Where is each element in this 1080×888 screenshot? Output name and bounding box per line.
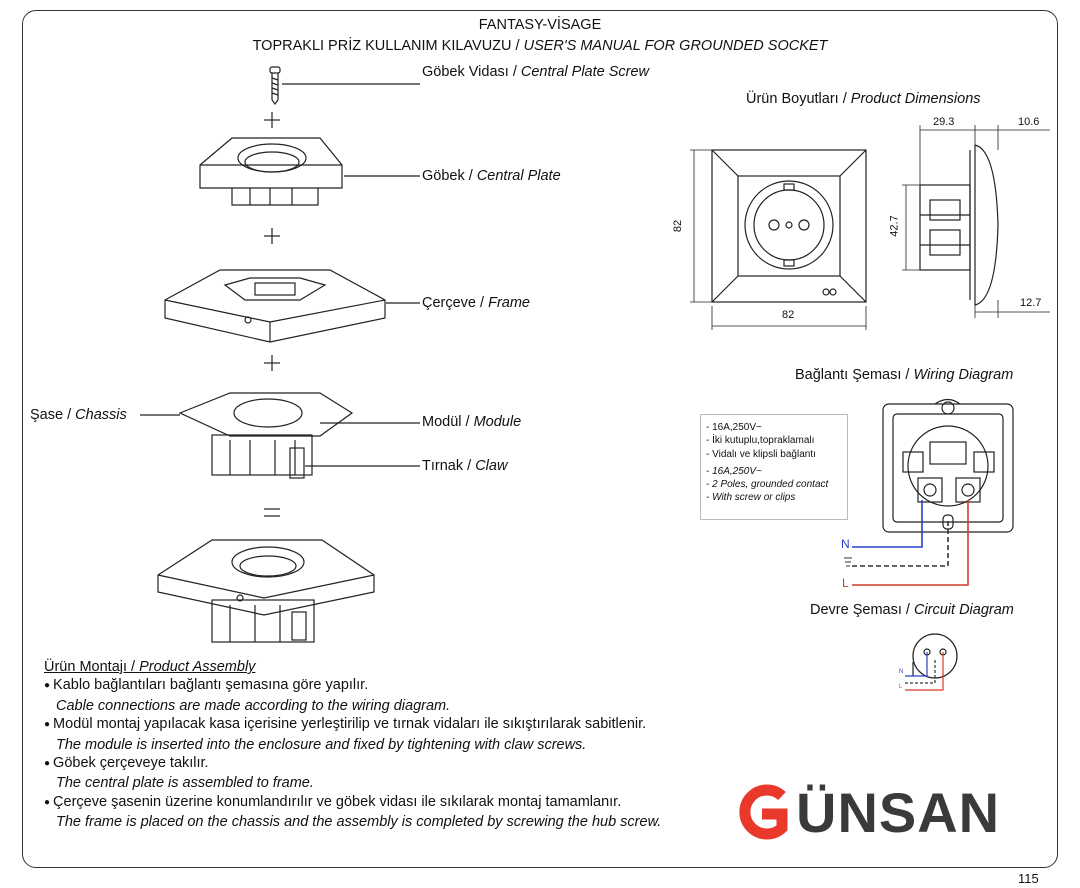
label-module: Modül / Module bbox=[422, 414, 522, 430]
dim-depth-bottom: 12.7 bbox=[1020, 297, 1042, 309]
assembled-socket-icon bbox=[157, 539, 375, 643]
wiring-title: Bağlantı Şeması / Wiring Diagram bbox=[795, 367, 1014, 383]
circuit-n-label: N bbox=[899, 669, 904, 675]
gunsan-logo: ÜNSAN bbox=[730, 780, 1000, 844]
assembly-step-en: The frame is placed on the chassis and t… bbox=[56, 814, 662, 831]
assembly-step-tr: Modül montaj yapılacak kasa içerisine ye… bbox=[44, 715, 661, 735]
dim-depth-inner: 42.7 bbox=[888, 215, 901, 237]
circuit-earth-lead bbox=[905, 660, 936, 684]
logo-text: ÜNSAN bbox=[796, 780, 1001, 844]
neutral-wire bbox=[852, 500, 923, 548]
spec-line: - 16A,250V~ bbox=[706, 465, 762, 477]
side-view-icon bbox=[919, 144, 999, 306]
label-central-plate: Göbek / Central Plate bbox=[422, 168, 561, 184]
dim-depth-total: 29.3 bbox=[933, 116, 955, 128]
dim-width: 82 bbox=[782, 309, 795, 321]
page-number: 115 bbox=[1018, 871, 1039, 886]
page-border bbox=[22, 10, 1058, 868]
label-chassis: Şase / Chassis bbox=[30, 407, 127, 423]
front-view-icon bbox=[711, 149, 867, 303]
spec-line: - With screw or clips bbox=[706, 492, 796, 504]
plus-icon bbox=[264, 112, 280, 371]
assembly-step-en: The module is inserted into the enclosur… bbox=[56, 736, 587, 753]
spec-line: - 2 Poles, grounded contact bbox=[706, 479, 829, 491]
manual-title: TOPRAKLI PRİZ KULLANIM KILAVUZU / USER'S… bbox=[252, 38, 828, 54]
assembly-step-en: Cable connections are made according to … bbox=[56, 697, 451, 714]
circuit-l-label: L bbox=[899, 684, 903, 690]
assembly-step-en: The central plate is assembled to frame. bbox=[56, 775, 314, 792]
live-wire bbox=[852, 500, 969, 586]
chassis-icon bbox=[178, 392, 354, 479]
spec-line: - Vidalı ve klipsli bağlantı bbox=[706, 448, 816, 460]
central-plate-icon bbox=[199, 137, 343, 206]
spec-line: - İki kutuplu,topraklamalı bbox=[706, 435, 815, 447]
dim-height: 82 bbox=[672, 219, 685, 233]
assembly-step-tr: Göbek çerçeveye takılır. bbox=[44, 754, 661, 774]
dim-depth-front: 10.6 bbox=[1018, 116, 1040, 128]
wiring-n-label: N bbox=[841, 537, 850, 551]
spec-box: - 16A,250V~ - İki kutuplu,topraklamalı -… bbox=[700, 414, 848, 520]
label-claw: Tırnak / Claw bbox=[422, 458, 508, 474]
earth-wire bbox=[852, 520, 949, 567]
wiring-socket-icon bbox=[882, 398, 1014, 533]
frame-icon bbox=[164, 269, 386, 343]
circuit-title: Devre Şeması / Circuit Diagram bbox=[810, 602, 1014, 618]
label-frame: Çerçeve / Frame bbox=[422, 295, 530, 311]
circuit-neutral-lead bbox=[905, 652, 928, 677]
assembly-title: Ürün Montajı / Product Assembly bbox=[44, 659, 256, 675]
dimensions-title: Ürün Boyutları / Product Dimensions bbox=[746, 91, 981, 107]
label-screw: Göbek Vidası / Central Plate Screw bbox=[422, 64, 650, 80]
circuit-live-lead bbox=[905, 652, 944, 691]
equals-icon bbox=[264, 508, 280, 517]
logo-mark-icon bbox=[739, 784, 788, 840]
assembly-step-tr: Çerçeve şasenin üzerine konumlandırılır … bbox=[44, 793, 661, 813]
wiring-l-label: L bbox=[842, 576, 849, 590]
assembly-instructions: Ürün Montajı / Product Assembly Kablo ba… bbox=[44, 658, 661, 832]
screw-icon bbox=[269, 66, 281, 105]
assembly-step-tr: Kablo bağlantıları bağlantı şemasına gör… bbox=[44, 676, 661, 696]
spec-line: - 16A,250V~ bbox=[706, 422, 762, 433]
brand-title: FANTASY-VİSAGE bbox=[478, 17, 602, 33]
